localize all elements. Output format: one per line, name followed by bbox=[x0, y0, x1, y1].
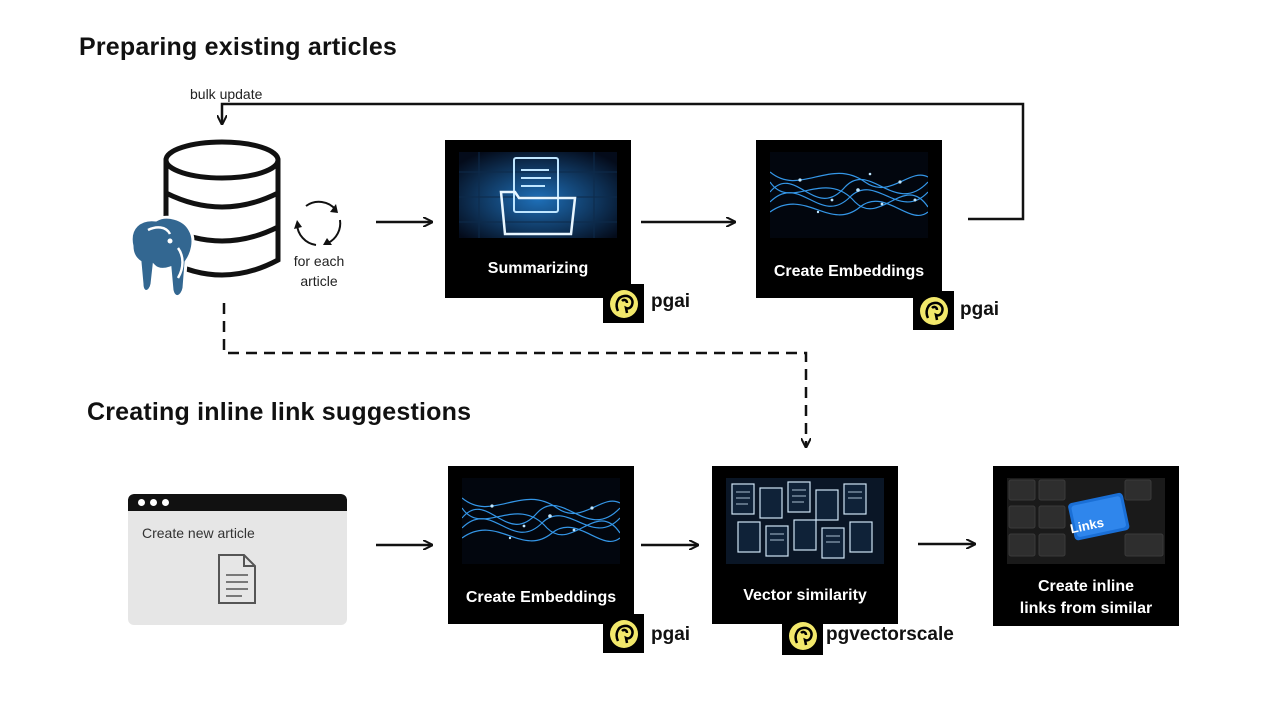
cycle-icon bbox=[294, 200, 342, 246]
create-embeddings-label-bottom: Create Embeddings bbox=[465, 589, 617, 606]
new-article-window: Create new article bbox=[128, 494, 347, 625]
pgai-label-embeddings-bottom: pgai bbox=[651, 624, 691, 645]
database-icon bbox=[129, 139, 281, 298]
pgai-logo-icon bbox=[919, 296, 948, 325]
bulk-update-loop-line bbox=[222, 102, 1025, 221]
summarizing-card: Summarizing bbox=[445, 140, 631, 298]
vector-similarity-label: Vector similarity bbox=[743, 587, 867, 604]
create-embeddings-label-top: Create Embeddings bbox=[773, 263, 925, 280]
pgai-label-summarizing: pgai bbox=[651, 291, 691, 312]
links-caption-line1: Create inline bbox=[1037, 578, 1135, 595]
create-embeddings-card-bottom: Create Embeddings bbox=[448, 466, 634, 624]
links-caption-line2: links from similar bbox=[1019, 600, 1153, 617]
pgai-badge-embeddings-bottom bbox=[603, 614, 644, 653]
window-dot-icon bbox=[138, 499, 145, 506]
window-dot-icon bbox=[150, 499, 157, 506]
window-title-bar bbox=[128, 494, 347, 511]
bulk-update-label: bulk update bbox=[190, 86, 263, 102]
keyboard-links-image bbox=[1007, 478, 1165, 564]
pgai-badge-embeddings-top bbox=[913, 291, 954, 330]
inline-links-card: Links Create inline links from similar bbox=[993, 466, 1179, 626]
document-icon bbox=[218, 554, 256, 604]
dashed-db-to-vector-line bbox=[222, 303, 806, 447]
embeddings-waves-image bbox=[770, 152, 928, 238]
vector-similarity-card: Vector similarity bbox=[712, 466, 898, 624]
pgai-label-embeddings-top: pgai bbox=[960, 299, 1000, 320]
pgai-logo-icon bbox=[609, 619, 638, 648]
pgai-badge-summarizing bbox=[603, 284, 644, 323]
for-each-article-label: for each article bbox=[279, 251, 359, 291]
pgvectorscale-label: pgvectorscale bbox=[826, 624, 954, 645]
section-title-preparing: Preparing existing articles bbox=[79, 33, 398, 61]
pgai-logo-icon bbox=[788, 621, 817, 650]
window-dot-icon bbox=[162, 499, 169, 506]
pgvectorscale-badge bbox=[782, 616, 823, 655]
embeddings-waves-image bbox=[462, 478, 620, 564]
documents-grid-image bbox=[726, 478, 884, 564]
for-each-line2: article bbox=[300, 273, 338, 289]
postgres-elephant-icon bbox=[129, 215, 195, 298]
pgai-logo-icon bbox=[609, 289, 638, 318]
document-folder-image bbox=[459, 152, 617, 238]
summarizing-label: Summarizing bbox=[487, 260, 589, 277]
for-each-line1: for each bbox=[293, 253, 345, 269]
create-embeddings-card-top: Create Embeddings bbox=[756, 140, 942, 298]
new-article-label: Create new article bbox=[142, 525, 255, 541]
section-title-creating: Creating inline link suggestions bbox=[87, 398, 472, 426]
